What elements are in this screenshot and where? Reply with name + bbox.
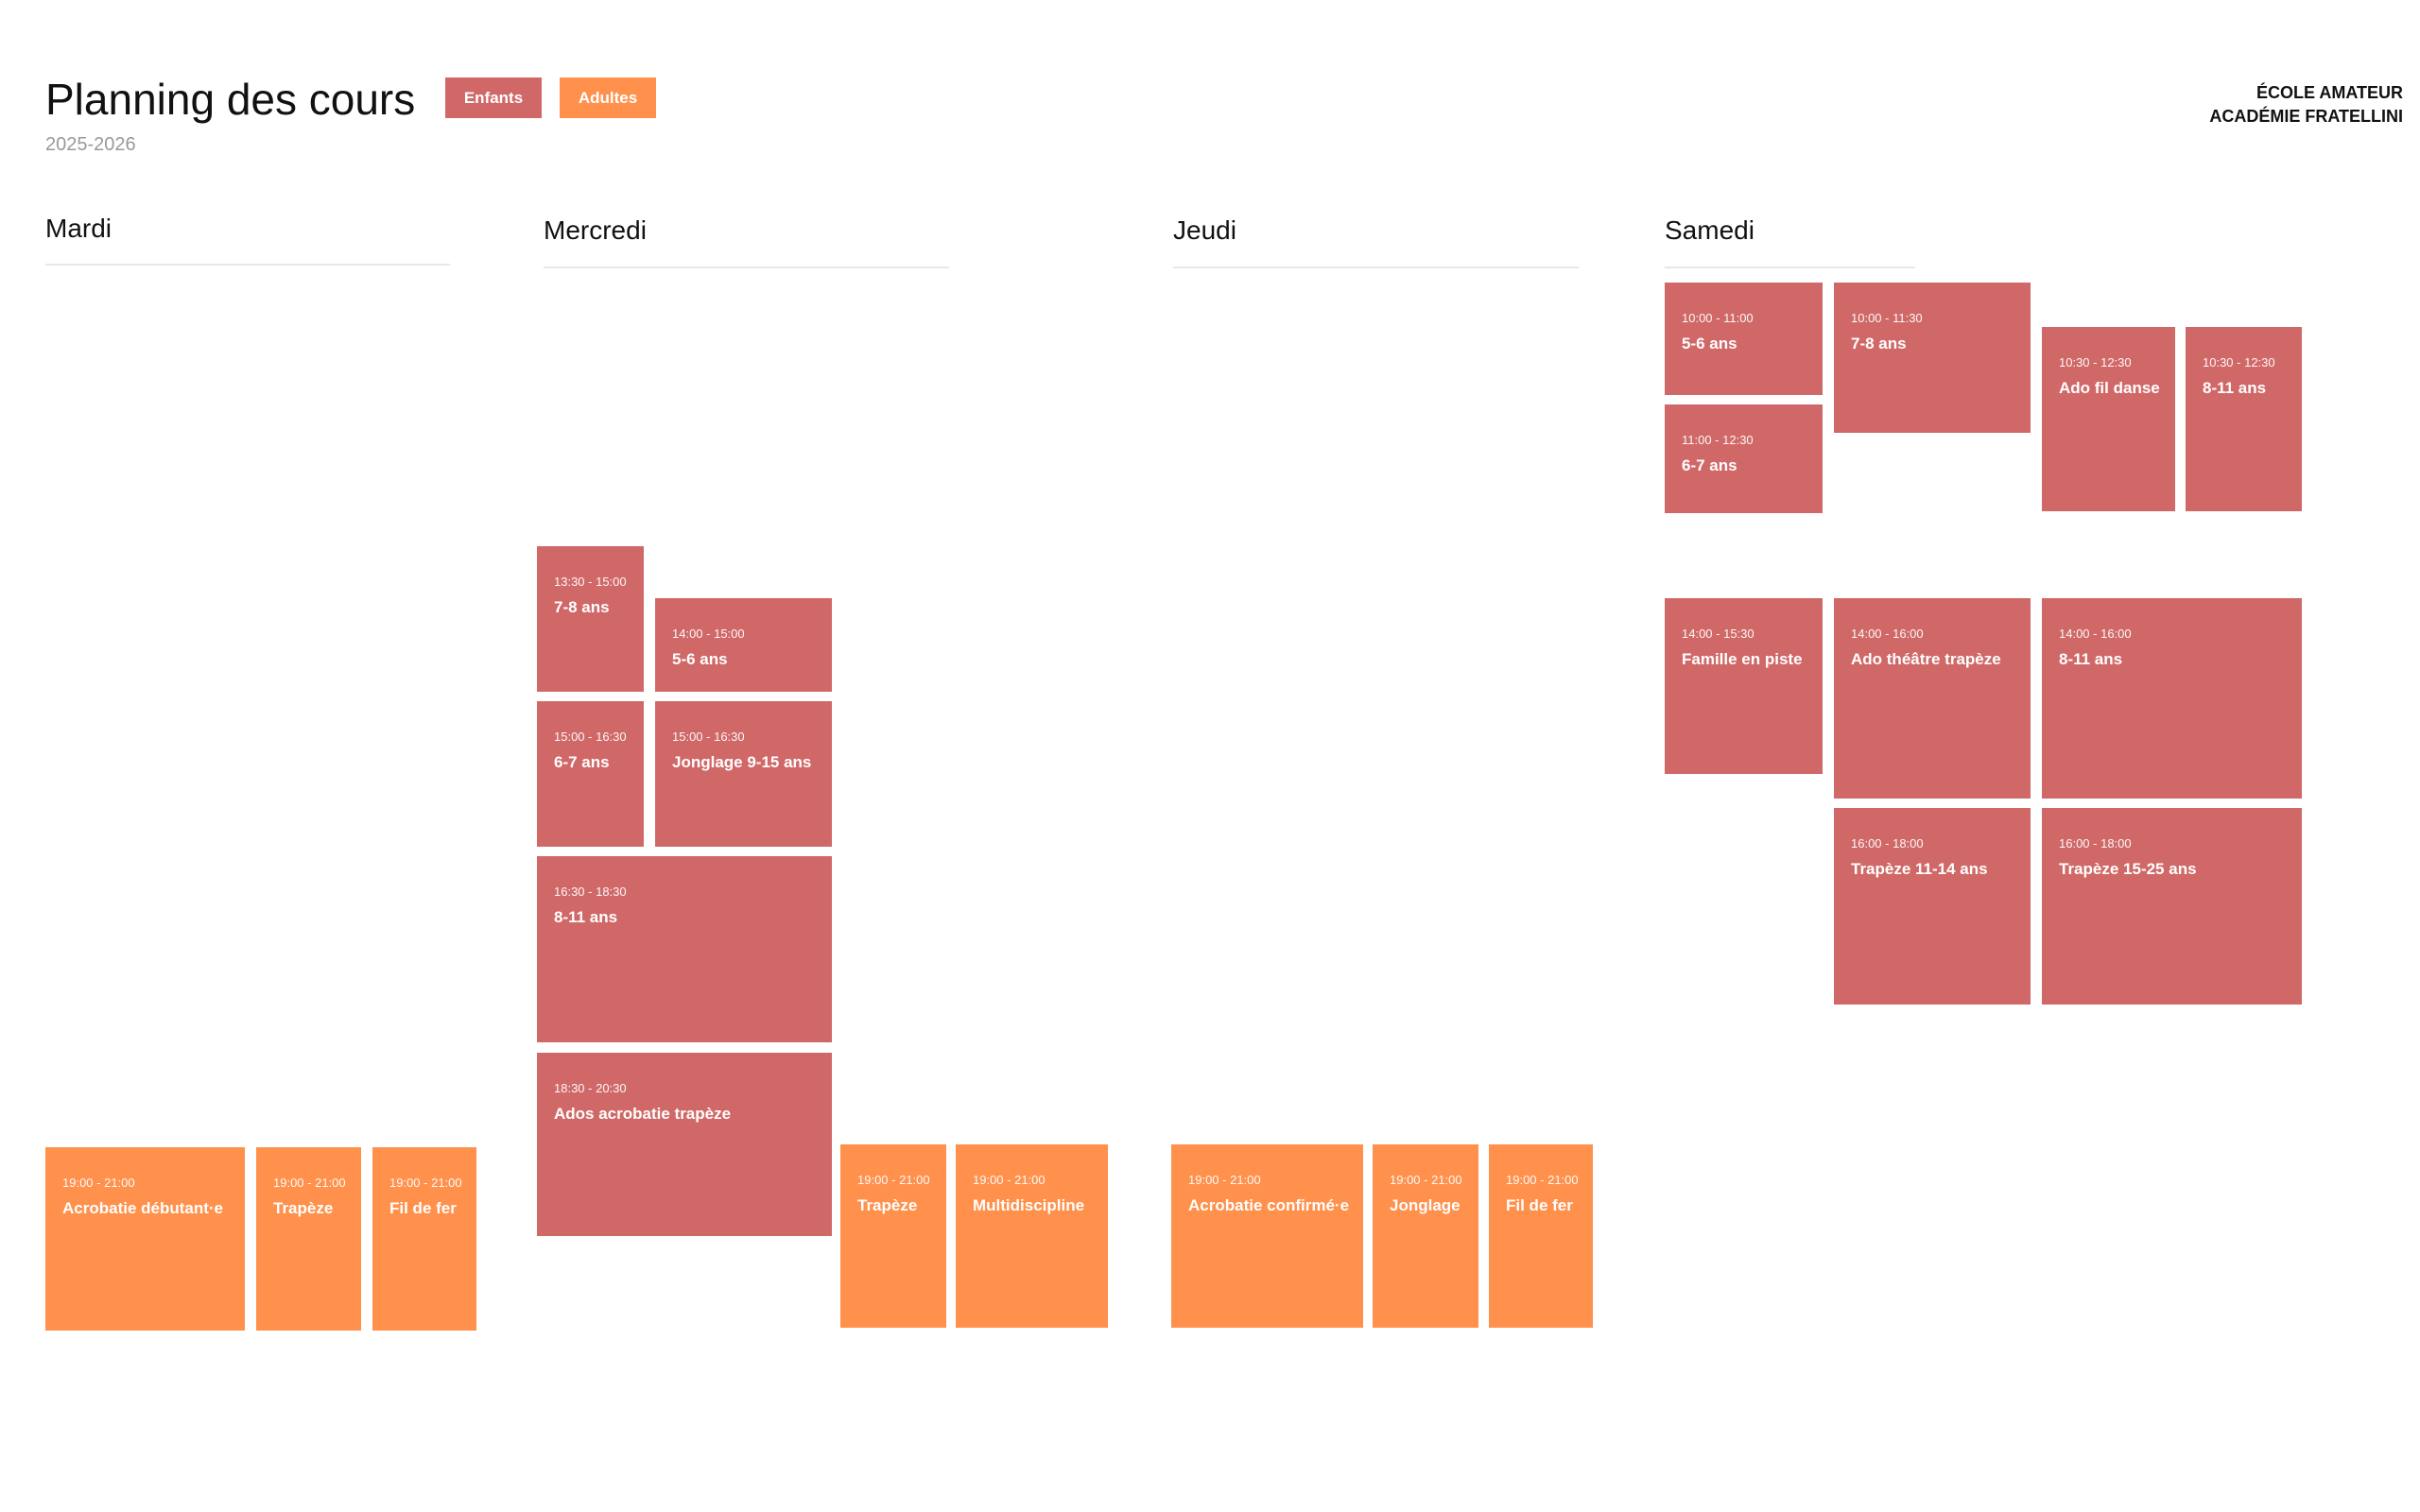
course-name: Trapèze 11-14 ans	[1851, 860, 1988, 878]
course-name: Acrobatie débutant·e	[62, 1199, 224, 1217]
course-time: 19:00 - 21:00	[273, 1176, 346, 1190]
course-card[interactable]: 14:00 - 16:00 8-11 ans	[2042, 598, 2302, 799]
course-time: 11:00 - 12:30	[1682, 433, 1754, 447]
day-title: Samedi	[1665, 215, 1754, 245]
course-card[interactable]: 15:00 - 16:30 6-7 ans	[537, 701, 644, 847]
course-name: Fil de fer	[389, 1199, 457, 1217]
course-card[interactable]: 13:30 - 15:00 7-8 ans	[537, 546, 644, 692]
course-time: 14:00 - 16:00	[1851, 627, 1924, 641]
course-name: Famille en piste	[1682, 650, 1803, 668]
course-name: 7-8 ans	[1851, 335, 1907, 352]
course-name: Jonglage	[1390, 1196, 1461, 1214]
filter-enfants-button[interactable]: Enfants	[445, 77, 542, 118]
day-divider	[45, 264, 450, 266]
course-time: 19:00 - 21:00	[1188, 1173, 1261, 1187]
day-divider	[544, 266, 949, 268]
course-time: 19:00 - 21:00	[973, 1173, 1046, 1187]
course-time: 14:00 - 15:30	[1682, 627, 1754, 641]
course-card[interactable]: 14:00 - 15:00 5-6 ans	[655, 598, 832, 692]
course-name: 8-11 ans	[554, 908, 618, 926]
course-name: Trapèze	[857, 1196, 918, 1214]
course-name: Jonglage 9-15 ans	[672, 753, 812, 771]
course-time: 18:30 - 20:30	[554, 1081, 627, 1095]
course-time: 10:30 - 12:30	[2203, 355, 2275, 369]
course-time: 13:30 - 15:00	[554, 575, 627, 589]
course-card[interactable]: 10:00 - 11:00 5-6 ans	[1665, 283, 1823, 395]
course-time: 19:00 - 21:00	[1390, 1173, 1462, 1187]
course-time: 19:00 - 21:00	[1506, 1173, 1579, 1187]
course-time: 19:00 - 21:00	[62, 1176, 135, 1190]
day-divider	[1173, 266, 1579, 268]
day-divider	[1665, 266, 1915, 268]
filter-adultes-button[interactable]: Adultes	[560, 77, 656, 118]
day-title: Mercredi	[544, 215, 647, 245]
course-name: Ado fil danse	[2059, 379, 2160, 397]
course-card[interactable]: 11:00 - 12:30 6-7 ans	[1665, 404, 1823, 513]
course-name: 5-6 ans	[672, 650, 728, 668]
season-subtitle: 2025-2026	[45, 134, 136, 155]
course-name: 6-7 ans	[554, 753, 610, 771]
course-name: 8-11 ans	[2203, 379, 2267, 397]
course-name: 6-7 ans	[1682, 456, 1737, 474]
course-time: 15:00 - 16:30	[672, 730, 745, 744]
day-title: Jeudi	[1173, 215, 1236, 245]
course-card[interactable]: 16:30 - 18:30 8-11 ans	[537, 856, 832, 1042]
course-name: Ado théâtre trapèze	[1851, 650, 2001, 668]
course-time: 19:00 - 21:00	[857, 1173, 930, 1187]
org-line-1: ÉCOLE AMATEUR	[2256, 83, 2403, 102]
course-time: 14:00 - 15:00	[672, 627, 745, 641]
course-name: Acrobatie confirmé·e	[1188, 1196, 1350, 1214]
org-line-2: ACADÉMIE FRATELLINI	[2209, 107, 2403, 126]
course-name: Trapèze	[273, 1199, 334, 1217]
course-card[interactable]: 10:30 - 12:30 8-11 ans	[2186, 327, 2302, 511]
course-name: 8-11 ans	[2059, 650, 2123, 668]
course-time: 16:00 - 18:00	[1851, 836, 1924, 850]
page-title: Planning des cours	[45, 75, 416, 124]
course-card[interactable]: 10:00 - 11:30 7-8 ans	[1834, 283, 2031, 433]
course-name: Multidiscipline	[973, 1196, 1085, 1214]
course-name: 7-8 ans	[554, 598, 610, 616]
course-time: 16:30 - 18:30	[554, 885, 627, 899]
course-time: 10:00 - 11:30	[1851, 311, 1923, 325]
day-title: Mardi	[45, 214, 112, 243]
course-time: 10:30 - 12:30	[2059, 355, 2132, 369]
course-time: 15:00 - 16:30	[554, 730, 627, 744]
course-time: 19:00 - 21:00	[389, 1176, 462, 1190]
course-name: Fil de fer	[1506, 1196, 1573, 1214]
course-time: 14:00 - 16:00	[2059, 627, 2132, 641]
organization-name: ÉCOLE AMATEUR ACADÉMIE FRATELLINI	[2209, 81, 2403, 129]
course-name: Trapèze 15-25 ans	[2059, 860, 2197, 878]
course-time: 10:00 - 11:00	[1682, 311, 1754, 325]
course-name: Ados acrobatie trapèze	[554, 1105, 732, 1123]
course-name: 5-6 ans	[1682, 335, 1737, 352]
course-time: 16:00 - 18:00	[2059, 836, 2132, 850]
